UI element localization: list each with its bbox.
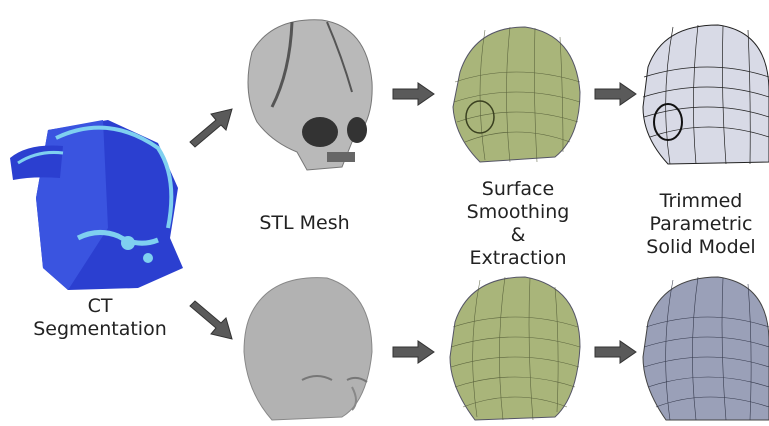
stl-skull-image (232, 12, 377, 172)
smoothed-skull-image (445, 22, 585, 167)
trimmed-label-line-1: Trimmed (633, 190, 769, 213)
trimmed-solid-label: Trimmed Parametric Solid Model (633, 190, 769, 259)
trimmed-label-line-3: Solid Model (633, 236, 769, 259)
arrow-right-icon (392, 340, 436, 364)
arrow-diagonal-down-icon (186, 300, 236, 342)
arrow-diagonal-up-icon (186, 106, 236, 148)
ct-segmentation-image (8, 118, 190, 296)
surface-smoothing-label: Surface Smoothing & Extraction (438, 178, 598, 270)
ct-label-line-2: Segmentation (20, 318, 180, 341)
stl-mesh-label: STL Mesh (232, 212, 377, 235)
stl-face-image (232, 272, 377, 422)
arrow-right-icon (594, 340, 638, 364)
surface-label-line-4: Extraction (438, 247, 598, 270)
trimmed-label-line-2: Parametric (633, 213, 769, 236)
arrow-right-icon (392, 82, 436, 106)
surface-label-line-1: Surface (438, 178, 598, 201)
arrow-right-icon (594, 82, 638, 106)
smoothed-face-image (445, 272, 585, 422)
solid-face-image (638, 272, 769, 422)
surface-label-line-2: Smoothing (438, 201, 598, 224)
solid-skull-image (638, 22, 769, 172)
surface-label-line-3: & (438, 224, 598, 247)
ct-label-line-1: CT (20, 295, 180, 318)
ct-segmentation-label: CT Segmentation (20, 295, 180, 341)
